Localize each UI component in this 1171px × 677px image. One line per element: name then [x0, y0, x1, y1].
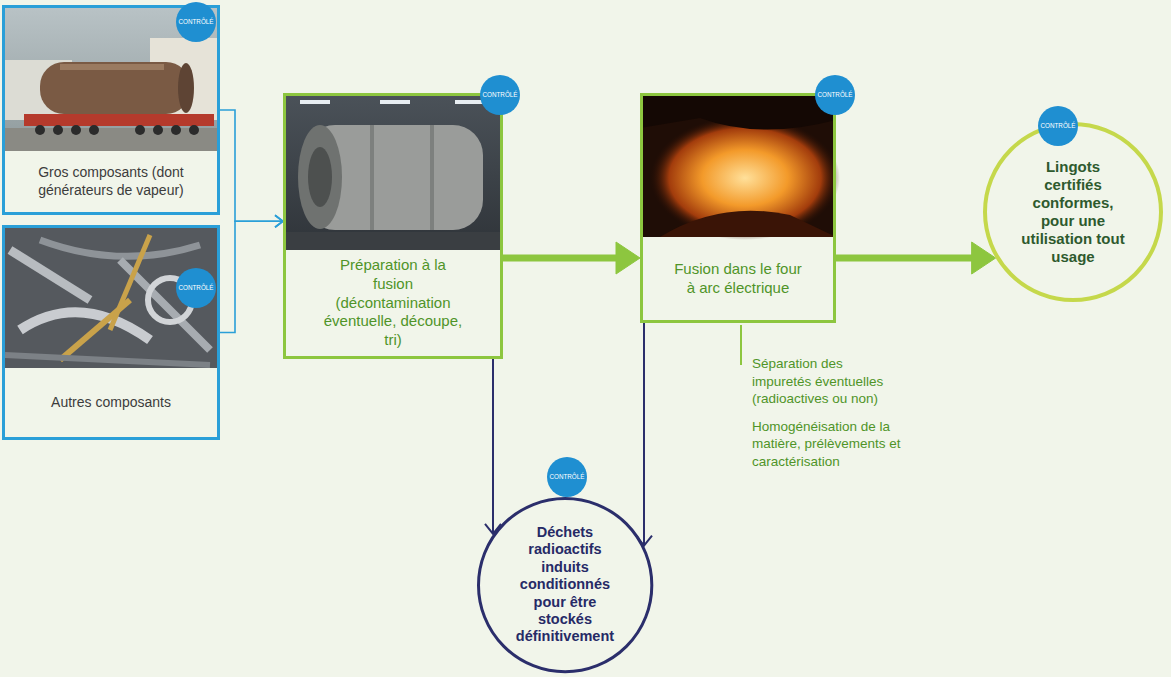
connector-line	[836, 255, 975, 262]
annotation: Homogénéisation de la matière, prélèveme…	[752, 418, 927, 471]
annotation: Séparation des impuretés éventuelles (ra…	[752, 355, 902, 408]
status-badge: CONTRÔLÉ	[547, 457, 587, 497]
arrowhead	[616, 242, 640, 274]
photo-arc-furnace	[640, 93, 840, 240]
process-box: CONTRÔLÉ Autres composants	[2, 225, 220, 440]
status-badge: CONTRÔLÉ	[1038, 106, 1078, 146]
photo-scrap-metal	[2, 225, 220, 368]
circle-outline	[478, 498, 651, 671]
node-label: Préparation à la fusion (décontamination…	[323, 256, 463, 350]
status-badge: CONTRÔLÉ	[815, 75, 855, 115]
connector	[220, 215, 283, 332]
process-box: CONTRÔLÉFusion dans le four à arc électr…	[640, 93, 836, 323]
connector-line	[220, 110, 283, 221]
connector-line	[503, 255, 620, 262]
arrowhead	[275, 215, 283, 227]
connector-line	[492, 359, 494, 534]
photo-workshop-cylinder	[283, 93, 503, 250]
connector	[636, 323, 652, 546]
connector	[485, 359, 501, 534]
connector-line	[643, 323, 645, 546]
waste-circle: CONTRÔLÉDéchets radioactifs induits cond…	[477, 497, 653, 673]
node-label: Lingots certifiés conformes, pour une ut…	[1021, 158, 1125, 266]
connector	[220, 110, 283, 227]
node-label: Gros composants (dont générateurs de vap…	[15, 164, 207, 199]
connector	[503, 242, 640, 274]
node-label: Fusion dans le four à arc électrique	[673, 260, 803, 298]
status-badge: CONTRÔLÉ	[176, 268, 216, 308]
node-label: Déchets radioactifs induits conditionnés…	[505, 524, 625, 646]
status-badge: CONTRÔLÉ	[480, 75, 520, 115]
circle-outline	[985, 124, 1161, 300]
connector-line	[220, 221, 283, 332]
status-badge: CONTRÔLÉ	[176, 2, 216, 42]
process-box: CONTRÔLÉPréparation à la fusion (déconta…	[283, 93, 503, 359]
result-circle: CONTRÔLÉLingots certifiés conformes, pou…	[983, 122, 1163, 302]
process-box: CONTRÔLÉ Gros composants (dont générateur…	[2, 5, 220, 215]
connector	[836, 242, 996, 274]
node-label: Autres composants	[51, 394, 171, 412]
leader-line	[740, 325, 742, 365]
